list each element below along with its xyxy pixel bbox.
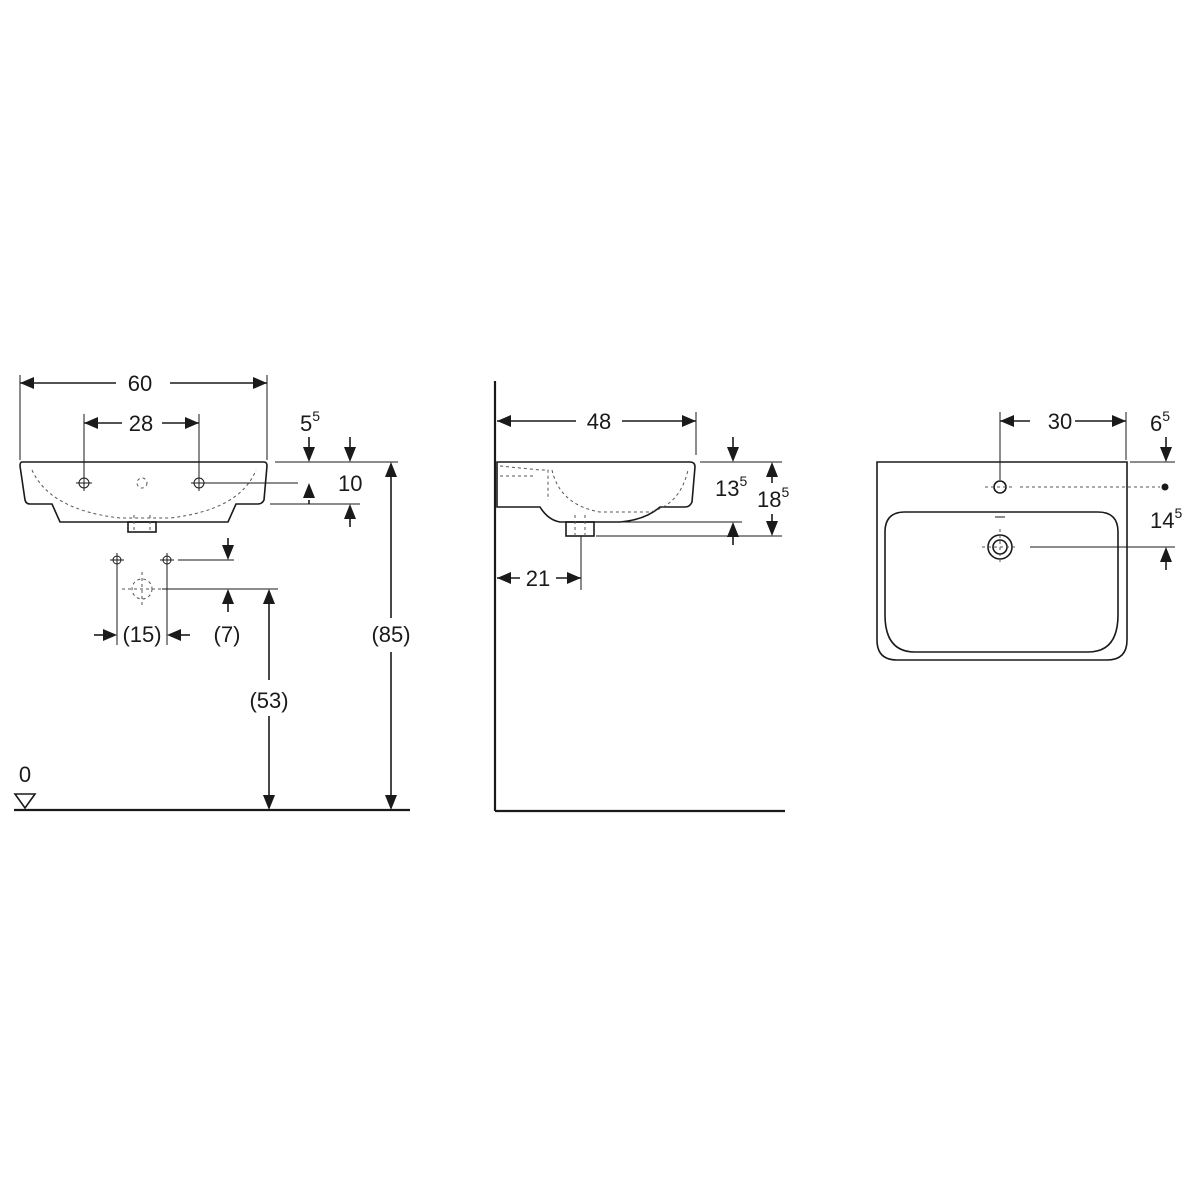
side-view: 48 21 135 185: [493, 381, 789, 813]
supply-spacing-label: (15): [122, 622, 161, 647]
overall-height-label: 185: [757, 484, 789, 512]
tap-spacing-label: 28: [129, 411, 153, 436]
top-basin-outline: [876, 461, 1128, 661]
rim-floor-height-label: (85): [371, 622, 410, 647]
supply-drop-label: (7): [214, 622, 241, 647]
tap-hole-right-icon: [191, 475, 298, 491]
tap-hole-left-icon: [76, 475, 92, 491]
depth-label: 48: [587, 409, 611, 434]
tap-to-back-label: 65: [1150, 408, 1170, 436]
front-view: 60 28 55 10: [13, 371, 411, 812]
rim-offset-label: 55: [300, 408, 320, 436]
drain-outlet-icon: [122, 572, 162, 606]
drain-icon: [982, 529, 1018, 565]
overflow-hole-icon: [136, 477, 148, 489]
supply-left-icon: [110, 553, 124, 567]
drain-offset-label: 21: [526, 566, 550, 591]
overall-width-label: 60: [128, 371, 152, 396]
floor-level-icon: [13, 793, 37, 810]
top-view: 30 65 145: [876, 408, 1182, 661]
bowl-depth-label: 135: [715, 473, 747, 501]
supply-right-icon: [160, 553, 174, 567]
side-basin-outline: [496, 461, 696, 523]
rim-height-label: 10: [338, 471, 362, 496]
drain-height-label: (53): [249, 688, 288, 713]
tap-hole-icon: [985, 480, 1015, 494]
tap-offset-label: 30: [1048, 409, 1072, 434]
front-basin-outline: [19, 461, 268, 523]
floor-level-label: 0: [19, 762, 31, 787]
tap-to-drain-label: 145: [1150, 505, 1182, 533]
